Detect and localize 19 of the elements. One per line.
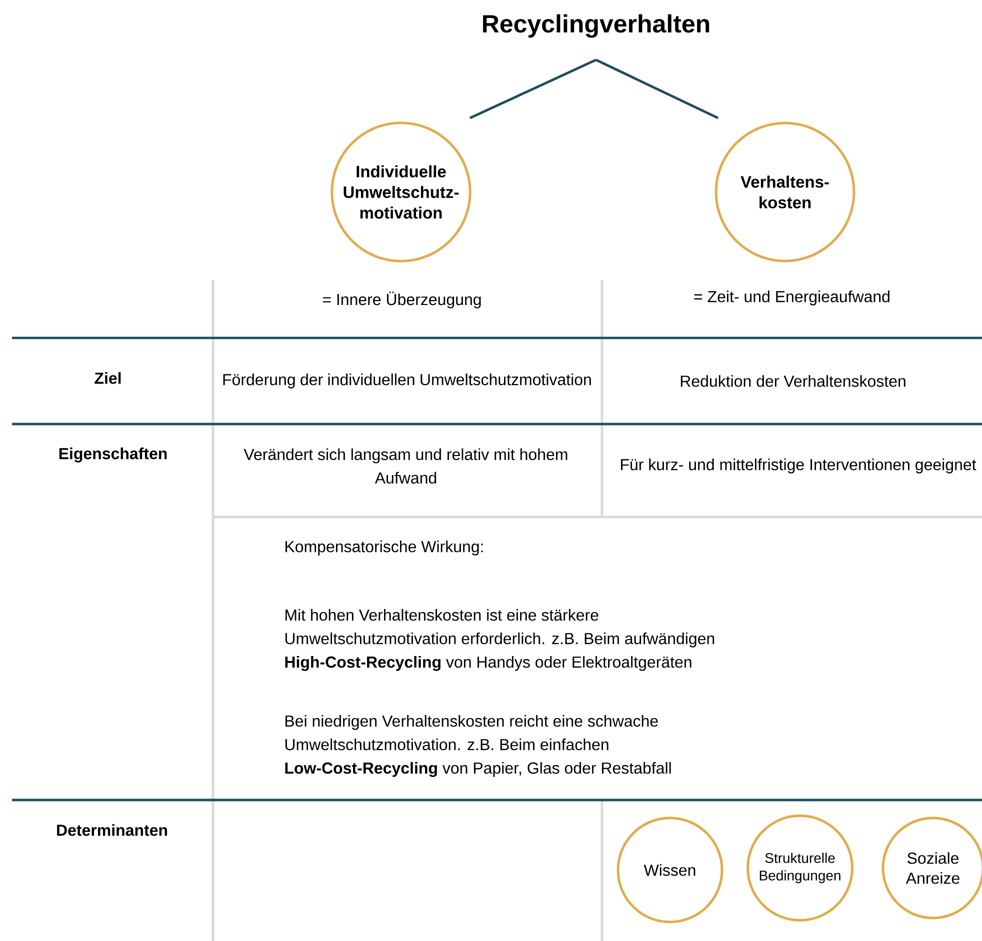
table-cell: Reduktion der Verhaltenskosten [680,375,906,387]
row-heading: Ziel [94,372,121,384]
table-cell: Verändert sich langsam und relativ mit hohem Aufwand [244,448,568,484]
circle-node: Individuelle Umweltschutz- motivation [330,122,472,262]
connector-line [469,58,597,120]
paragraph: Bei niedrigen Verhaltenskosten reicht eine schwache Umweltschutzmotivation. z.B. Beim einfachen Low-Cost-Recycling von Papier, Glas oder Restabfall [285,715,671,777]
circle-node: Verhaltens- kosten [714,122,856,262]
circle-node: Wissen [616,816,724,924]
table-cell: Förderung der individuellen Umweltschutzmotivation [223,374,591,388]
title: Recyclingverhalten [483,14,710,38]
text-heading: Kompensatorische Wirkung: [286,540,483,556]
row-heading: Eigenschaften [59,448,167,462]
row-heading: Determinanten [57,824,168,836]
connector-line [595,58,719,120]
table-cell: = Zeit- und Energieaufwand [694,290,890,306]
table-cell: Für kurz- und mittelfristige Interventionen geeignet [621,458,976,474]
circle-node: Strukturelle Bedingungen [746,814,854,922]
table-cell: = Innere Überzeugung [322,292,481,308]
paragraph: Mit hohen Verhaltenskosten ist eine stärkere Umweltschutzmotivation erforderlich. z.B. Beim aufwändigen High-Cost-Recycling von Handys oder Elektroaltgeräten [285,609,714,671]
